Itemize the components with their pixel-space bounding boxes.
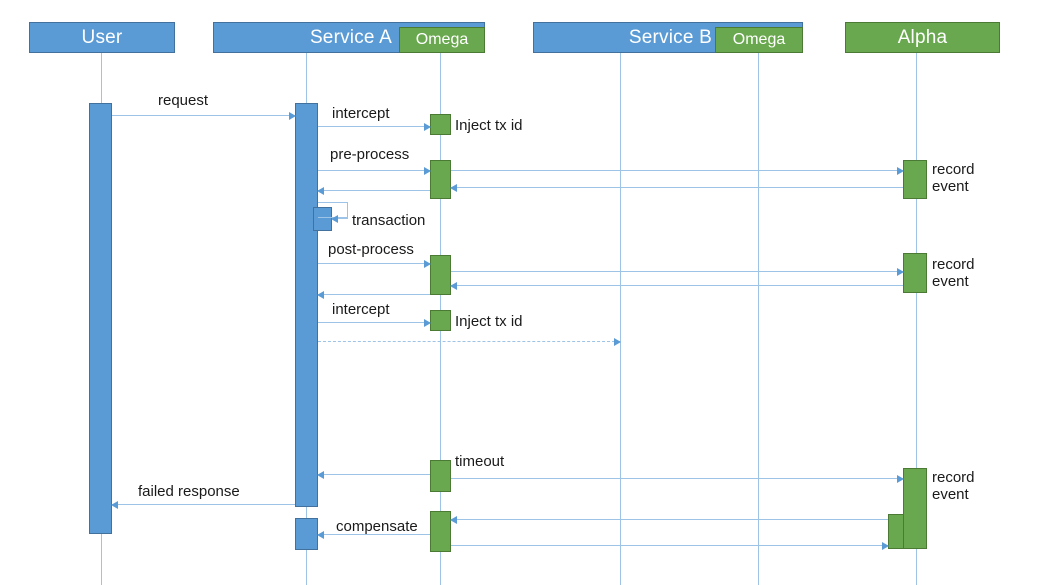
message-line-compensate [317,530,430,539]
lifeline-alpha [916,52,917,585]
note-label-record-event-3-line2: event [932,486,969,504]
activation-service-a [295,103,318,507]
participant-badge-label-omega-a: Omega [415,31,469,48]
message-line-record-event-1-call [451,166,904,175]
activation-service-a-compensate [295,518,318,550]
note-label-record-event-3-line1: record [932,469,975,486]
activation-omega-a-compensate [430,511,451,552]
activation-alpha-record-2 [903,253,927,293]
participant-label-service-b: Service B [628,26,712,48]
participant-label-service-a: Service A [309,26,392,48]
arrowhead-left-icon [317,530,324,539]
message-line-record-event-3-second-call [451,541,889,550]
note-label-inject-tx-id-1: Inject tx id [455,117,523,134]
message-line-transaction-return [331,214,348,223]
message-line-request [112,111,296,120]
arrowhead-left-icon [450,515,457,524]
participant-header-user[interactable]: User [29,22,175,53]
message-line-intercept-2 [318,318,431,327]
arrowhead-right-icon [424,166,431,175]
arrowhead-left-icon [331,214,338,223]
message-label-intercept-1: intercept [332,105,390,122]
message-label-intercept-2: intercept [332,301,390,318]
message-line-record-event-1-return [450,183,903,192]
note-label-record-event-1-line2: event [932,178,969,196]
message-line-pre-process-return [317,186,430,195]
arrowhead-right-icon [614,338,621,346]
message-label-compensate: compensate [336,518,418,535]
activation-alpha-record-1 [903,160,927,199]
arrowhead-right-icon [424,318,431,327]
message-line-record-event-3-call [451,474,904,483]
message-line-timeout [317,470,430,479]
message-label-request: request [158,92,209,109]
arrowhead-right-icon [882,541,889,550]
participant-badge-label-omega-b: Omega [732,31,786,48]
arrowhead-right-icon [424,122,431,131]
activation-omega-a-intercept-1 [430,114,451,135]
message-label-timeout: timeout [455,453,505,470]
arrowhead-left-icon [317,186,324,195]
participant-badge-omega-b[interactable]: Omega [715,27,803,53]
message-line-failed-response [111,500,295,509]
message-line-post-process-return [317,290,430,299]
arrowhead-left-icon [317,470,324,479]
message-label-failed-response: failed response [138,483,240,500]
message-line-pre-process [318,166,431,175]
arrowhead-right-icon [897,267,904,276]
message-line-async-to-service-b [318,338,621,346]
note-label-record-event-2-line2: event [932,273,969,291]
arrowhead-right-icon [897,474,904,483]
participant-label-alpha: Alpha [897,26,948,48]
message-label-transaction: transaction [352,212,426,229]
activation-omega-a-intercept-2 [430,310,451,331]
activation-alpha-record-3 [903,468,927,549]
message-line-record-event-2-call [451,267,904,276]
arrowhead-left-icon [450,281,457,290]
participant-label-user: User [81,26,123,48]
arrowhead-right-icon [897,166,904,175]
note-label-record-event-1-line1: record [932,161,975,178]
arrowhead-right-icon [424,259,431,268]
activation-omega-a-timeout [430,460,451,492]
activation-omega-a-post-process [430,255,451,295]
note-label-inject-tx-id-2: Inject tx id [455,313,523,330]
message-line-post-process [318,259,431,268]
lifeline-omega-b [758,52,759,585]
arrowhead-left-icon [317,290,324,299]
participant-header-alpha[interactable]: Alpha [845,22,1000,53]
activation-user [89,103,112,534]
message-label-post-process: post-process [328,241,414,258]
arrowhead-left-icon [450,183,457,192]
arrowhead-left-icon [111,500,118,509]
note-label-record-event-2-line1: record [932,256,975,273]
lifeline-service-b [620,52,621,585]
participant-badge-omega-a[interactable]: Omega [399,27,485,53]
message-line-compensate-trigger [450,515,888,524]
message-label-pre-process: pre-process [330,146,410,163]
message-line-intercept-1 [318,122,431,131]
activation-omega-a-pre-process [430,160,451,199]
arrowhead-right-icon [289,111,296,120]
message-line-record-event-2-return [450,281,903,290]
